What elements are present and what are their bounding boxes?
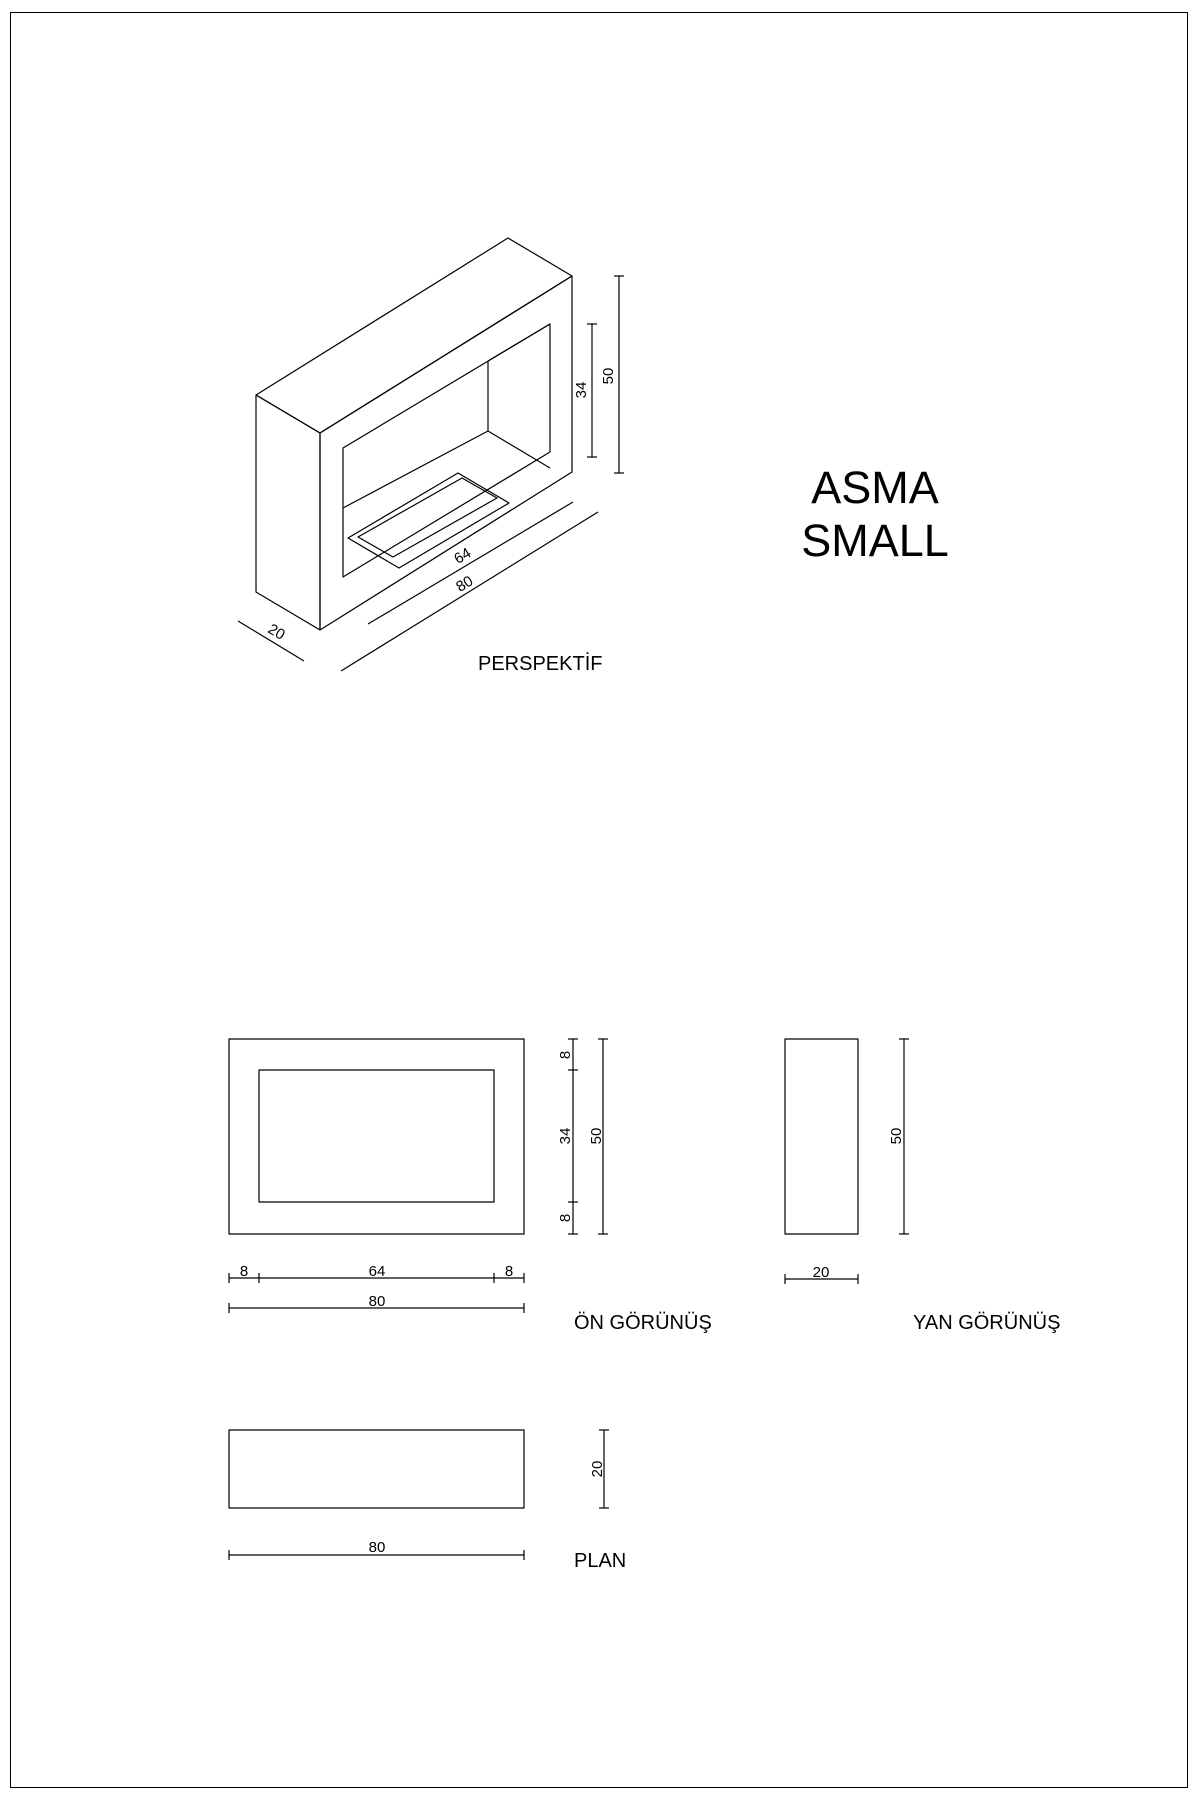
perspective-opening-width-label: 64 xyxy=(451,545,474,568)
front-height-label: 50 xyxy=(588,1128,605,1145)
plan-width-label: 80 xyxy=(369,1539,386,1556)
side-view-label: YAN GÖRÜNÜŞ xyxy=(913,1312,1061,1334)
plan-view xyxy=(228,1429,525,1509)
perspective-opening-height-label: 34 xyxy=(573,382,590,399)
perspective-box xyxy=(255,237,573,631)
perspective-depth-label: 20 xyxy=(265,621,288,644)
side-view xyxy=(784,1038,859,1235)
front-width-label: 80 xyxy=(369,1293,386,1310)
plan-view-label: PLAN xyxy=(574,1550,627,1572)
front-view xyxy=(228,1038,525,1235)
front-opening-width-label: 64 xyxy=(369,1263,386,1280)
side-dimension-lines xyxy=(784,1038,909,1284)
drawing-title: ASMA SMALL xyxy=(780,461,970,567)
title-line-2: SMALL xyxy=(801,515,949,566)
perspective-view-label: PERSPEKTİF xyxy=(478,653,603,675)
perspective-dimension-lines xyxy=(237,275,624,672)
front-dimension-lines xyxy=(228,1038,608,1313)
side-height-label: 50 xyxy=(888,1128,905,1145)
front-view-label: ÖN GÖRÜNÜŞ xyxy=(574,1312,712,1334)
front-frame-left-label: 8 xyxy=(240,1263,248,1280)
front-frame-bottom-label: 8 xyxy=(557,1214,574,1222)
front-frame-top-label: 8 xyxy=(557,1051,574,1059)
perspective-height-label: 50 xyxy=(600,368,617,385)
side-depth-label: 20 xyxy=(813,1264,830,1281)
front-opening-height-label: 34 xyxy=(557,1128,574,1145)
title-line-1: ASMA xyxy=(811,462,939,513)
plan-depth-label: 20 xyxy=(589,1461,606,1478)
sheet-border xyxy=(10,12,1188,1788)
perspective-width-label: 80 xyxy=(453,573,476,596)
plan-dimension-lines xyxy=(228,1429,609,1560)
front-frame-right-label: 8 xyxy=(505,1263,513,1280)
